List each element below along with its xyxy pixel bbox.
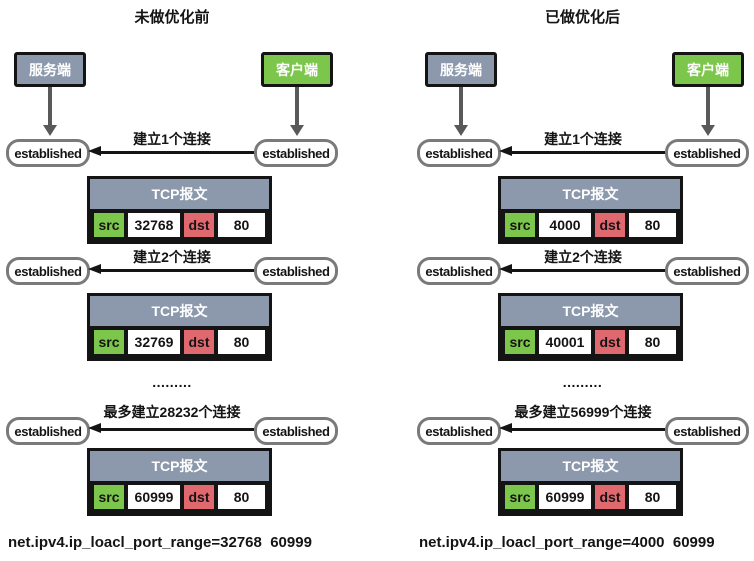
- server-node: 服务端: [425, 52, 497, 87]
- src-port-cell: 4000: [539, 213, 591, 237]
- dst-port-cell: 80: [218, 330, 265, 354]
- client-node: 客户端: [261, 52, 333, 87]
- tcp-packet: TCP报文 src 32769 dst 80: [87, 293, 272, 361]
- server-down-arrow-head-icon: [43, 125, 57, 136]
- established-pill: established: [417, 417, 501, 445]
- dst-label-cell: dst: [595, 330, 625, 354]
- client-down-arrow: [295, 87, 299, 125]
- dst-label-cell: dst: [595, 213, 625, 237]
- ellipsis-dots: .........: [562, 374, 603, 390]
- connection-arrow: [511, 151, 665, 154]
- connection-label: 建立2个连接: [544, 249, 622, 265]
- established-pill: established: [6, 257, 90, 285]
- src-label-cell: src: [505, 213, 535, 237]
- connection-arrow-head-icon: [88, 264, 101, 274]
- column-title: 未做优化前: [134, 9, 210, 26]
- tcp-packet-fields: src 32769 dst 80: [90, 326, 269, 358]
- established-pill: established: [417, 139, 501, 167]
- tcp-packet-fields: src 40001 dst 80: [501, 326, 680, 358]
- tcp-packet: TCP报文 src 40001 dst 80: [498, 293, 683, 361]
- tcp-packet-header: TCP报文: [501, 179, 680, 209]
- tcp-packet: TCP报文 src 60999 dst 80: [498, 448, 683, 516]
- column-after-optimization: 已做优化后 服务端 客户端 established established 建立…: [411, 0, 754, 561]
- server-down-arrow: [459, 87, 463, 125]
- tcp-packet-header: TCP报文: [501, 296, 680, 326]
- sysctl-setting-text: net.ipv4.ip_loacl_port_range=4000 60999: [419, 534, 715, 551]
- src-port-cell: 40001: [539, 330, 591, 354]
- connection-label: 最多建立56999个连接: [514, 404, 652, 420]
- tcp-packet-header: TCP报文: [90, 296, 269, 326]
- dst-label-cell: dst: [184, 485, 214, 509]
- connection-label: 建立1个连接: [133, 131, 211, 147]
- dst-label-cell: dst: [184, 330, 214, 354]
- src-port-cell: 60999: [539, 485, 591, 509]
- tcp-packet-fields: src 60999 dst 80: [90, 481, 269, 513]
- tcp-packet-header: TCP报文: [501, 451, 680, 481]
- dst-port-cell: 80: [629, 213, 676, 237]
- src-port-cell: 32768: [128, 213, 180, 237]
- connection-arrow-head-icon: [499, 264, 512, 274]
- sysctl-setting-text: net.ipv4.ip_loacl_port_range=32768 60999: [8, 534, 312, 551]
- connection-label: 建立2个连接: [133, 249, 211, 265]
- tcp-packet: TCP报文 src 4000 dst 80: [498, 176, 683, 244]
- src-label-cell: src: [94, 213, 124, 237]
- dst-port-cell: 80: [218, 213, 265, 237]
- dst-port-cell: 80: [629, 485, 676, 509]
- established-pill: established: [254, 139, 338, 167]
- tcp-packet-header: TCP报文: [90, 179, 269, 209]
- connection-arrow-head-icon: [88, 146, 101, 156]
- client-down-arrow-head-icon: [701, 125, 715, 136]
- connection-arrow: [100, 151, 254, 154]
- server-down-arrow-head-icon: [454, 125, 468, 136]
- connection-label: 最多建立28232个连接: [103, 404, 241, 420]
- tcp-packet: TCP报文 src 32768 dst 80: [87, 176, 272, 244]
- column-title: 已做优化后: [544, 9, 620, 26]
- dst-label-cell: dst: [184, 213, 214, 237]
- tcp-packet-fields: src 60999 dst 80: [501, 481, 680, 513]
- established-pill: established: [6, 417, 90, 445]
- src-label-cell: src: [505, 485, 535, 509]
- connection-arrow: [100, 428, 254, 431]
- server-down-arrow: [48, 87, 52, 125]
- tcp-packet: TCP报文 src 60999 dst 80: [87, 448, 272, 516]
- connection-arrow-head-icon: [499, 146, 512, 156]
- src-label-cell: src: [94, 330, 124, 354]
- tcp-packet-header: TCP报文: [90, 451, 269, 481]
- ellipsis-dots: .........: [152, 374, 192, 390]
- client-down-arrow-head-icon: [290, 125, 304, 136]
- tcp-packet-fields: src 4000 dst 80: [501, 209, 680, 241]
- src-label-cell: src: [505, 330, 535, 354]
- server-node: 服务端: [14, 52, 86, 87]
- dst-port-cell: 80: [629, 330, 676, 354]
- established-pill: established: [254, 417, 338, 445]
- src-port-cell: 32769: [128, 330, 180, 354]
- established-pill: established: [665, 139, 749, 167]
- dst-port-cell: 80: [218, 485, 265, 509]
- connection-arrow-head-icon: [88, 423, 101, 433]
- connection-arrow-head-icon: [499, 423, 512, 433]
- client-node: 客户端: [672, 52, 744, 87]
- dst-label-cell: dst: [595, 485, 625, 509]
- src-port-cell: 60999: [128, 485, 180, 509]
- tcp-packet-fields: src 32768 dst 80: [90, 209, 269, 241]
- client-down-arrow: [706, 87, 710, 125]
- connection-arrow: [511, 269, 665, 272]
- established-pill: established: [665, 417, 749, 445]
- src-label-cell: src: [94, 485, 124, 509]
- connection-arrow: [100, 269, 254, 272]
- connection-arrow: [511, 428, 665, 431]
- established-pill: established: [417, 257, 501, 285]
- column-before-optimization: 未做优化前 服务端 客户端 established established 建立…: [0, 0, 344, 561]
- established-pill: established: [6, 139, 90, 167]
- established-pill: established: [665, 257, 749, 285]
- established-pill: established: [254, 257, 338, 285]
- connection-label: 建立1个连接: [544, 131, 622, 147]
